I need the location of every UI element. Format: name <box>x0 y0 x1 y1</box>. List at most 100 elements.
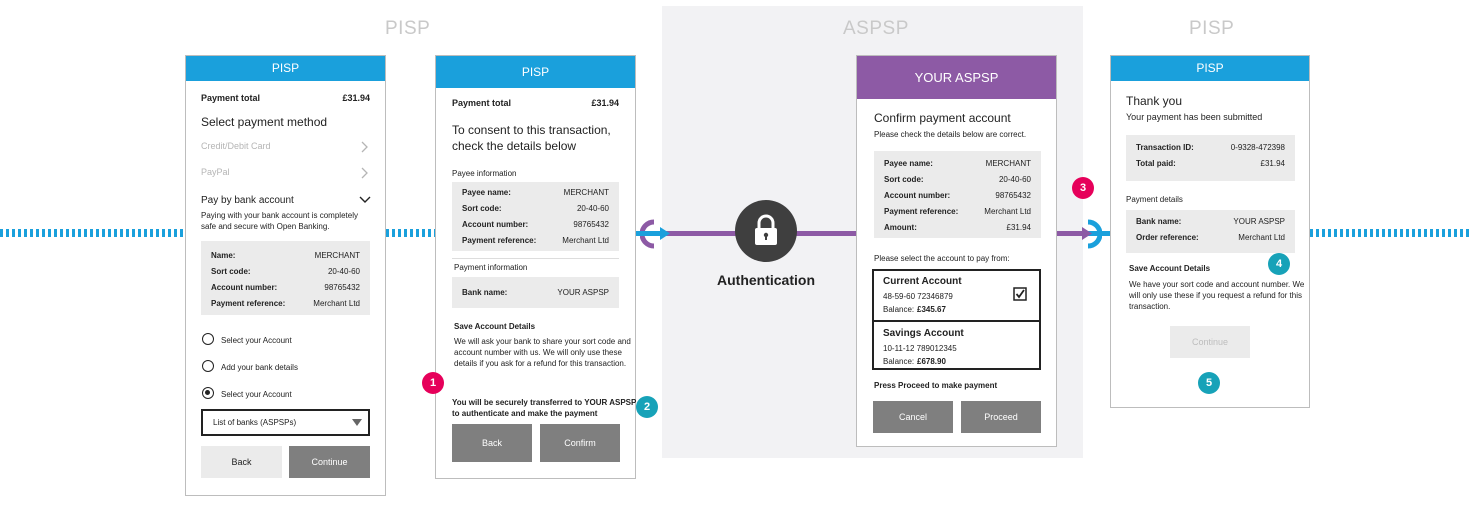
divider <box>452 258 619 259</box>
detail-value: 98765432 <box>573 220 609 229</box>
screen-consent: PISP Payment total £31.94 To consent to … <box>435 55 636 479</box>
savings-balance-value: £678.90 <box>917 357 946 366</box>
detail-value: Merchant Ltd <box>562 236 609 245</box>
radio-select-account-2[interactable] <box>202 387 214 399</box>
transfer-line-2: to authenticate and make the payment <box>452 409 598 418</box>
detail-label: Payment reference: <box>884 207 959 216</box>
savings-account-numbers: 10-11-12 789012345 <box>883 344 957 353</box>
detail-label: Payee name: <box>884 159 933 168</box>
payment-details-box: Bank name: YOUR ASPSP Order reference: M… <box>1126 210 1295 253</box>
screen-aspsp-confirm: YOUR ASPSP Confirm payment account Pleas… <box>856 55 1057 447</box>
bank-name-label: Bank name: <box>462 288 508 297</box>
back-button[interactable]: Back <box>452 424 532 462</box>
detail-label: Payment reference: <box>462 236 537 245</box>
proceed-instruction: Press Proceed to make payment <box>874 381 998 390</box>
order-value: Merchant Ltd <box>1238 233 1285 242</box>
step-badge-2: 2 <box>636 396 658 418</box>
transfer-line-1: You will be securely transferred to YOUR… <box>452 398 637 407</box>
save-details-1: We will ask your bank to share your sort… <box>454 337 631 346</box>
option-bank[interactable]: Pay by bank account <box>201 193 371 209</box>
save-details-2: account number with us. We will only use… <box>454 348 622 357</box>
radio-label-3: Select your Account <box>221 390 292 399</box>
flow-dots-mid <box>386 229 435 237</box>
total-paid-value: £31.94 <box>1260 159 1285 168</box>
authentication-label: Authentication <box>717 272 815 288</box>
select-method-title: Select payment method <box>201 115 328 129</box>
detail-value: Merchant Ltd <box>313 299 360 308</box>
detail-value: £31.94 <box>1006 223 1031 232</box>
flow-line-purple-2 <box>795 231 857 236</box>
savings-account-name: Savings Account <box>883 328 964 339</box>
payment-info-box: Bank name: YOUR ASPSP <box>452 277 619 308</box>
flow-dots-right <box>1310 229 1469 237</box>
bank-desc-2: safe and secure with Open Banking. <box>201 222 330 231</box>
save-details-3: transaction. <box>1129 302 1171 311</box>
checkbox-checked-icon[interactable] <box>1013 287 1027 301</box>
select-account-text: Please select the account to pay from: <box>874 254 1010 263</box>
current-balance-label: Balance: <box>883 305 915 314</box>
save-details-2: will only use these if you request a ref… <box>1129 291 1302 300</box>
screen-select-payment: PISP Payment total £31.94 Select payment… <box>185 55 386 496</box>
detail-label: Name: <box>211 251 236 260</box>
screen2-header: PISP <box>436 56 635 88</box>
account-option-savings[interactable]: Savings Account 10-11-12 789012345 Balan… <box>872 320 1041 370</box>
dropdown-value: List of banks (ASPSPs) <box>213 418 297 427</box>
detail-label: Payee name: <box>462 188 511 197</box>
option-paypal-label: PayPal <box>201 167 230 177</box>
step-badge-3: 3 <box>1072 177 1094 199</box>
option-card[interactable]: Credit/Debit Card <box>201 139 371 155</box>
payment-total-value: £31.94 <box>591 98 619 108</box>
cancel-button[interactable]: Cancel <box>873 401 953 433</box>
bank-desc-1: Paying with your bank account is complet… <box>201 211 358 220</box>
arrow-ring-icon-1 <box>640 219 670 249</box>
bank-list-dropdown[interactable]: List of banks (ASPSPs) <box>201 409 370 436</box>
flow-line-purple-1 <box>660 231 737 236</box>
current-account-numbers: 48-59-60 72346879 <box>883 292 953 301</box>
option-card-label: Credit/Debit Card <box>201 141 271 151</box>
payment-details-title: Payment details <box>1126 195 1183 204</box>
thank-you-title: Thank you <box>1126 94 1183 108</box>
transaction-label: Transaction ID: <box>1136 143 1194 152</box>
radio-label-1: Select your Account <box>221 336 292 345</box>
section-label-pisp-right: PISP <box>1189 18 1235 39</box>
detail-label: Account number: <box>884 191 951 200</box>
current-balance-value: £345.67 <box>917 305 946 314</box>
detail-value: 98765432 <box>995 191 1031 200</box>
detail-label: Payment reference: <box>211 299 286 308</box>
option-paypal[interactable]: PayPal <box>201 165 371 181</box>
lock-icon <box>755 214 777 245</box>
section-label-aspsp: ASPSP <box>843 18 909 39</box>
save-details-title: Save Account Details <box>454 322 536 331</box>
step-badge-1: 1 <box>422 372 444 394</box>
detail-label: Account number: <box>211 283 278 292</box>
radio-select-account-1[interactable] <box>202 333 214 345</box>
confirm-subtitle: Please check the details below are corre… <box>874 130 1027 139</box>
lock-circle <box>735 200 797 262</box>
account-option-current[interactable]: Current Account 48-59-60 72346879 Balanc… <box>872 269 1041 322</box>
step-badge-5: 5 <box>1198 372 1220 394</box>
proceed-button[interactable]: Proceed <box>961 401 1041 433</box>
back-button[interactable]: Back <box>201 446 282 478</box>
confirm-button[interactable]: Confirm <box>540 424 620 462</box>
option-bank-label: Pay by bank account <box>201 195 294 206</box>
consent-line-1: To consent to this transaction, <box>452 123 611 137</box>
save-details-1: We have your sort code and account numbe… <box>1129 280 1305 289</box>
payee-details-box: Name: MERCHANT Sort code: 20-40-60 Accou… <box>201 241 370 315</box>
continue-button[interactable]: Continue <box>289 446 370 478</box>
payment-info-title: Payment information <box>454 263 528 272</box>
radio-add-bank-details[interactable] <box>202 360 214 372</box>
radio-label-2: Add your bank details <box>221 363 298 372</box>
screen-thank-you: PISP Thank you Your payment has been sub… <box>1110 55 1310 408</box>
aspsp-details-box: Payee name: MERCHANT Sort code: 20-40-60… <box>874 151 1041 238</box>
bank-value: YOUR ASPSP <box>1233 217 1285 226</box>
order-label: Order reference: <box>1136 233 1199 242</box>
chevron-right-icon <box>361 167 368 179</box>
continue-button-disabled[interactable]: Continue <box>1170 326 1250 358</box>
section-label-pisp-left: PISP <box>385 18 431 39</box>
screen3-header: YOUR ASPSP <box>857 56 1056 99</box>
chevron-down-icon <box>359 196 371 203</box>
detail-value: Merchant Ltd <box>984 207 1031 216</box>
consent-line-2: check the details below <box>452 139 577 153</box>
savings-balance-label: Balance: <box>883 357 915 366</box>
payment-total-value: £31.94 <box>342 93 370 103</box>
